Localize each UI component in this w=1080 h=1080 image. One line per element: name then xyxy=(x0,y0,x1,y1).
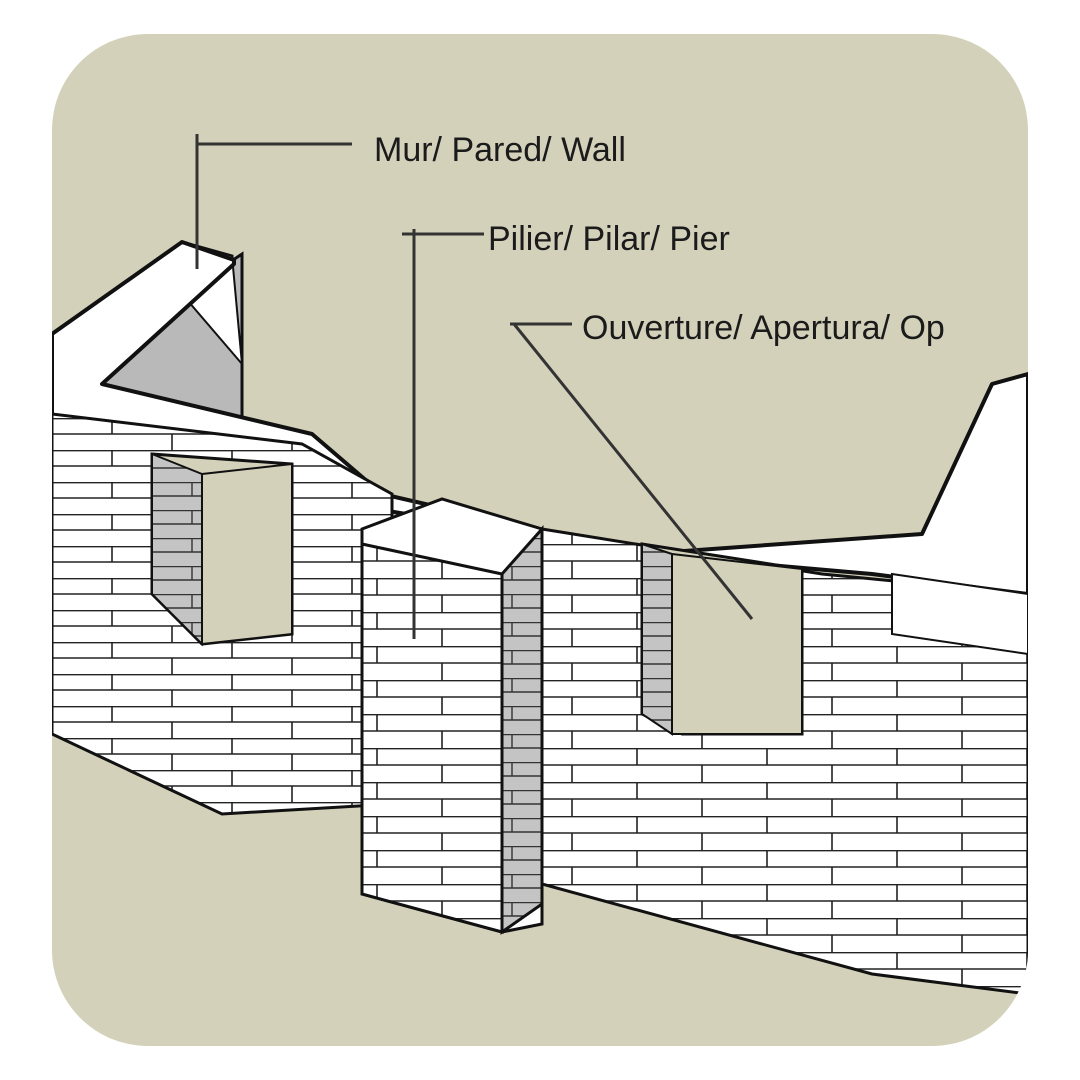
diagram-frame: Mur/ Pared/ Wall Pilier/ Pilar/ Pier Ouv… xyxy=(52,34,1028,1046)
opening-label: Ouverture/ Apertura/ Op xyxy=(582,309,945,347)
masonry-wall-diagram: Mur/ Pared/ Wall Pilier/ Pilar/ Pier Ouv… xyxy=(52,131,1028,996)
leader-lines xyxy=(195,134,754,639)
opening-leader-diagonal xyxy=(512,323,754,620)
front-wall-right xyxy=(540,527,1028,996)
pier-label: Pilier/ Pilar/ Pier xyxy=(488,220,730,258)
wall-label: Mur/ Pared/ Wall xyxy=(374,131,626,169)
pier xyxy=(360,497,544,935)
front-wall-left xyxy=(52,412,394,816)
